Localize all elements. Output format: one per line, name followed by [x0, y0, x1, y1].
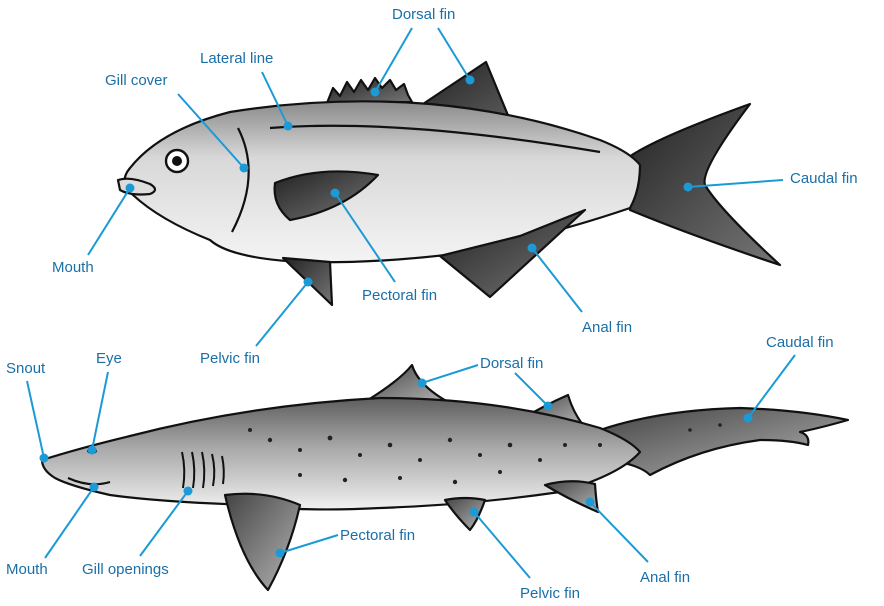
shark-pectoral-fin: [225, 494, 300, 590]
label-bony-gill-cover: Gill cover: [105, 72, 168, 89]
label-shark-pectoral-fin: Pectoral fin: [340, 527, 415, 544]
shark-pelvic-fin: [445, 498, 485, 530]
leader-shark-pelvic-fin: [474, 512, 530, 578]
shark-body: [42, 398, 640, 509]
leader-shark-caudal-fin: [748, 355, 795, 418]
leader-shark-mouth: [45, 487, 94, 558]
label-bony-caudal-fin: Caudal fin: [790, 170, 858, 187]
bony-fish-illustration: [118, 62, 780, 305]
leader-shark-dorsal-fin-1: [422, 365, 478, 383]
label-shark-caudal-fin: Caudal fin: [766, 334, 834, 351]
leader-shark-anal-fin: [590, 502, 648, 562]
leader-shark-snout: [27, 381, 44, 458]
leader-bony-dorsal-fin-2: [438, 28, 470, 80]
leader-bony-dorsal-fin-1: [375, 28, 412, 92]
label-bony-lateral-line: Lateral line: [200, 50, 273, 67]
label-shark-mouth: Mouth: [6, 561, 48, 578]
label-shark-anal-fin: Anal fin: [640, 569, 690, 586]
label-shark-snout: Snout: [6, 360, 46, 377]
shark-anal-fin: [545, 481, 598, 512]
label-bony-anal-fin: Anal fin: [582, 319, 632, 336]
leader-bony-pelvic-fin: [256, 282, 308, 346]
label-shark-pelvic-fin: Pelvic fin: [520, 585, 580, 602]
shark-caudal-fin: [600, 408, 848, 475]
label-shark-dorsal-fin: Dorsal fin: [480, 355, 543, 372]
label-bony-pectoral-fin: Pectoral fin: [362, 287, 437, 304]
bony-fish-caudal-fin: [625, 104, 780, 265]
label-shark-gill-openings: Gill openings: [82, 561, 169, 578]
shark-dorsal-fin-1: [368, 365, 448, 402]
bony-fish-spiny-dorsal-fin: [327, 78, 412, 103]
label-bony-mouth: Mouth: [52, 259, 94, 276]
leader-shark-dorsal-fin-2: [515, 373, 548, 406]
leader-shark-eye: [92, 372, 108, 450]
label-bony-dorsal-fin: Dorsal fin: [392, 6, 455, 23]
shark-illustration: [42, 365, 848, 590]
label-shark-eye: Eye: [96, 350, 122, 367]
leader-bony-anal-fin: [532, 248, 582, 312]
bony-fish-body: [125, 101, 640, 262]
label-bony-pelvic-fin: Pelvic fin: [200, 350, 260, 367]
leader-bony-mouth: [88, 188, 130, 255]
